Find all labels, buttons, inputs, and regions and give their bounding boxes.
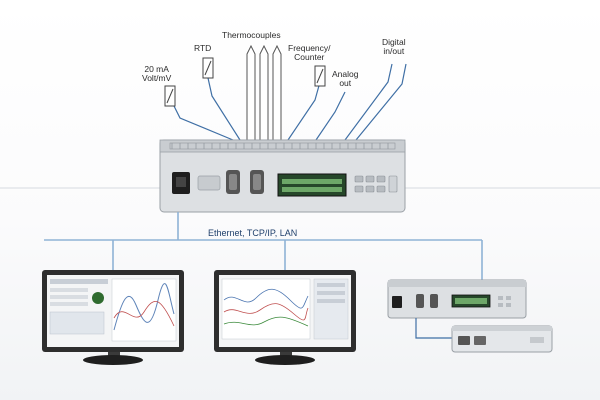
main-data-logger (159, 139, 406, 213)
frequency-counter-wire (287, 81, 321, 141)
network-label: Ethernet, TCP/IP, LAN (208, 228, 298, 238)
monitor-icon (42, 270, 184, 365)
digital-inout-label: Digital in/out (382, 38, 406, 56)
sensor-connection-lines (172, 63, 407, 141)
power-socket-icon (392, 296, 402, 308)
analog-out-label: Analog out (332, 70, 358, 88)
analog-out-label-line1: Analog (332, 69, 359, 79)
module-cable (415, 318, 462, 339)
current-voltage-sensor-icon (164, 85, 176, 107)
frequency-counter-label-line1: Frequency/ (288, 43, 331, 53)
thermocouple-probe-icon (272, 44, 282, 143)
logo-plate (197, 175, 221, 191)
analog-out-label-line2: out (339, 78, 352, 88)
monitor-icon (214, 270, 356, 365)
rtd-wire (207, 77, 241, 141)
thermocouple-probes (246, 44, 282, 143)
current-voltage-label: 20 mA Volt/mV (142, 65, 171, 83)
current-voltage-wire (172, 103, 234, 141)
terminal-row (169, 142, 396, 150)
frequency-counter-label: Frequency/ Counter (288, 44, 331, 62)
secondary-data-logger (387, 279, 527, 319)
expansion-module-icon (451, 325, 553, 353)
connector-icon (430, 294, 438, 308)
frequency-counter-label-line2: Counter (294, 52, 325, 62)
lcd-display (277, 173, 347, 197)
rtd-label: RTD (194, 43, 212, 53)
connector-icon (416, 294, 424, 308)
digital-out-wire (355, 63, 407, 141)
keypad (354, 175, 398, 193)
digital-inout-label-line1: Digital (382, 37, 406, 47)
frequency-counter-sensor-icon (314, 65, 326, 87)
thermocouple-probe-icon (259, 44, 269, 143)
current-voltage-label-line1: 20 mA (144, 64, 169, 74)
current-voltage-label-line2: Volt/mV (142, 73, 172, 83)
thermocouples-label: Thermocouples (222, 30, 281, 40)
digital-inout-label-line2: in/out (383, 46, 405, 56)
rtd-sensor-icon (202, 57, 214, 79)
analog-out-wire (315, 91, 346, 141)
digital-in-wire (344, 63, 393, 141)
thermocouple-probe-icon (246, 44, 256, 143)
network-lines (44, 212, 483, 280)
